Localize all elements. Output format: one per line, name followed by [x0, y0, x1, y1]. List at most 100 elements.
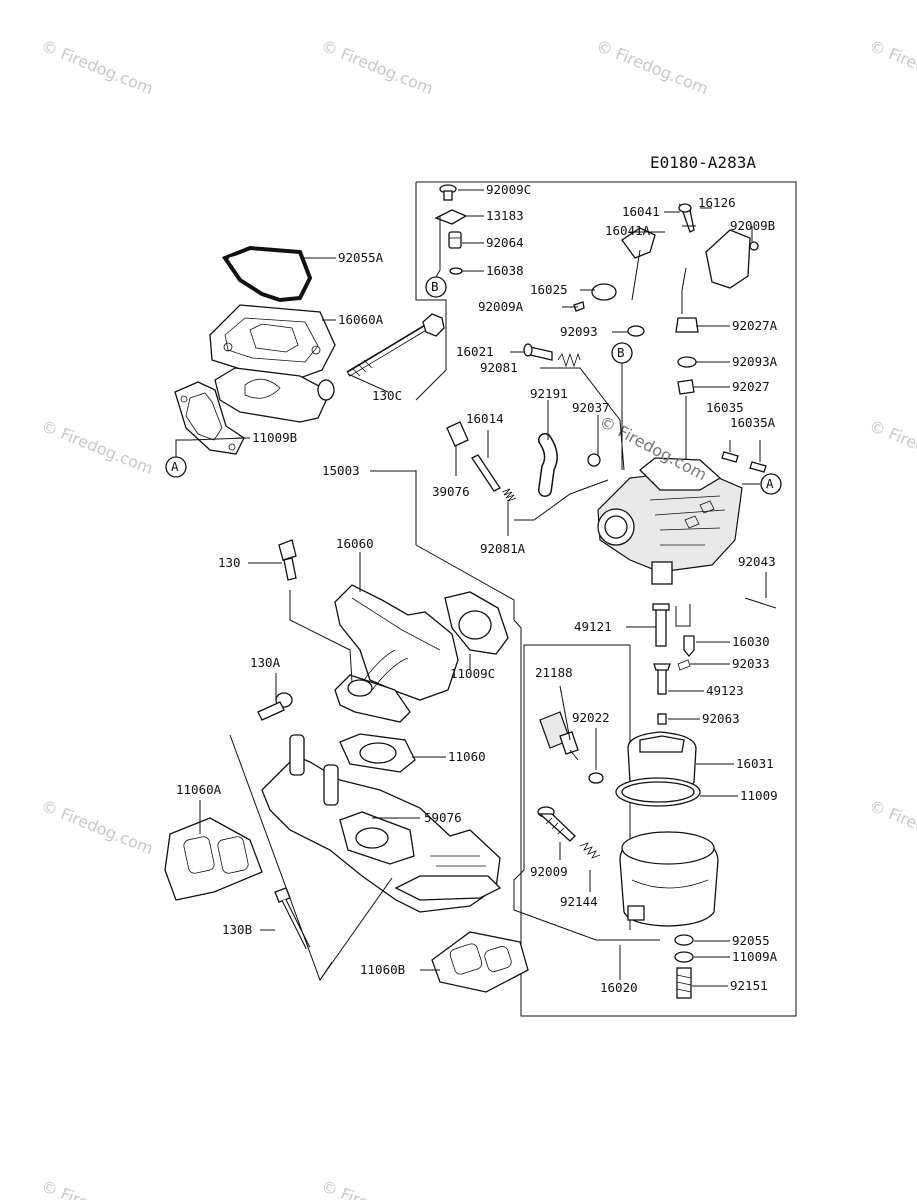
seal-92093-part: [627, 325, 645, 337]
watermark: © Firedog.com: [39, 1176, 156, 1200]
label-16030: 16030: [732, 634, 770, 649]
gasket-92055a-part: [221, 245, 313, 303]
carburetor-body-15003-part: [597, 457, 743, 585]
manifold-16060-part: [334, 584, 459, 723]
label-92093: 92093: [560, 324, 598, 339]
part-labels: 92009C 13183 92064 16038 92055A 16060A 1…: [176, 182, 778, 995]
label-92191: 92191: [530, 386, 568, 401]
bolt-130c-part: [346, 313, 445, 377]
clip-92033-part: [677, 659, 691, 671]
insulator-16060a-part: [209, 304, 336, 423]
label-92144: 92144: [560, 894, 598, 909]
label-16035: 16035: [706, 400, 744, 415]
screw-92009c-part: [439, 184, 457, 201]
label-16038: 16038: [486, 263, 524, 278]
label-92081a: 92081A: [480, 541, 526, 556]
label-16025: 16025: [530, 282, 568, 297]
label-92063: 92063: [702, 711, 740, 726]
label-92009a: 92009A: [478, 299, 524, 314]
washer-92022-part: [588, 772, 604, 784]
bolt-130a-part: [257, 692, 293, 721]
watermark: © Firedog.com: [867, 416, 917, 478]
screw-16014-part: [471, 454, 501, 492]
diagram-code: E0180-A283A: [650, 153, 756, 172]
wire-92043-part: [744, 597, 777, 609]
label-11060: 11060: [448, 749, 486, 764]
label-21188: 21188: [535, 665, 573, 680]
label-11009: 11009: [740, 788, 778, 803]
float-16031-part: [615, 731, 701, 807]
jet-92063-part: [657, 713, 667, 725]
label-16021: 16021: [456, 344, 494, 359]
callout-b-top: B: [425, 276, 447, 298]
label-49121: 49121: [574, 619, 612, 634]
gasket-11009c-part: [444, 591, 509, 655]
watermark: © Firedog.com: [319, 1176, 436, 1200]
leader-lines: [175, 189, 767, 987]
cap-39076-part: [446, 421, 469, 447]
label-16060a: 16060A: [338, 312, 384, 327]
label-16060: 16060: [336, 536, 374, 551]
spring-92081a-part: [501, 488, 517, 502]
clip-92037-part: [587, 453, 601, 467]
label-92151: 92151: [730, 978, 768, 993]
nozzle-49121-part: [652, 603, 670, 647]
label-92009c: 92009C: [486, 182, 531, 197]
gasket-11009a-part: [674, 951, 694, 963]
label-11060a: 11060A: [176, 782, 222, 797]
label-11009c: 11009C: [450, 666, 495, 681]
watermark: © Firedog.com: [39, 416, 156, 478]
label-11009b: 11009B: [252, 430, 297, 445]
gasket-11060a-part: [164, 817, 263, 901]
gasket-11060b-part: [431, 931, 529, 993]
carburetor-group-outline: [415, 181, 797, 1017]
screw-92009-part: [537, 806, 576, 842]
air-box-59076-part: [261, 734, 502, 913]
bolt-130b-part: [274, 887, 311, 950]
label-92093a: 92093A: [732, 354, 778, 369]
label-16035a: 16035A: [730, 415, 776, 430]
watermark: © Firedog.com: [867, 36, 917, 98]
carburetor-group-outline-upper: [415, 182, 447, 401]
cap-92027a-part: [675, 317, 699, 333]
callout-a-letter: A: [766, 476, 774, 491]
label-130: 130: [218, 555, 241, 570]
label-92033: 92033: [732, 656, 770, 671]
label-92022: 92022: [572, 710, 610, 725]
label-92064: 92064: [486, 235, 524, 250]
callout-b-letter: B: [617, 345, 625, 360]
label-16041a: 16041A: [605, 223, 651, 238]
callout-a-left: A: [165, 456, 187, 478]
watermark: © Firedog.com: [39, 36, 156, 98]
seal-92093a-part: [677, 356, 697, 368]
pins-16035-part: [721, 451, 767, 473]
label-130a: 130A: [250, 655, 281, 670]
callout-b-mid: B: [611, 342, 633, 364]
label-92009: 92009: [530, 864, 568, 879]
screw-16021-part: [523, 343, 553, 361]
label-16014: 16014: [466, 411, 504, 426]
solenoid-21188-part: [539, 711, 579, 761]
choke-parts: [573, 203, 759, 312]
label-130b: 130B: [222, 922, 252, 937]
float-bowl-16020-part: [619, 831, 719, 927]
label-16126: 16126: [698, 195, 736, 210]
bolt-130-part: [278, 539, 297, 581]
label-11060b: 11060B: [360, 962, 405, 977]
label-92009b: 92009B: [730, 218, 775, 233]
tube-92191-part: [538, 433, 558, 497]
spring-92081-part: [557, 352, 581, 368]
label-11009a: 11009A: [732, 949, 778, 964]
jet-49123-part: [653, 663, 671, 695]
oring-92055-part: [674, 934, 694, 946]
label-16031: 16031: [736, 756, 774, 771]
label-130c: 130C: [372, 388, 402, 403]
watermark: © Firedog.com: [594, 36, 711, 98]
bolt-92151-part: [676, 967, 692, 999]
watermark: © Firedog.com: [319, 36, 436, 98]
label-92027a: 92027A: [732, 318, 778, 333]
needle-16030-part: [683, 635, 695, 658]
label-16020: 16020: [600, 980, 638, 995]
label-16041: 16041: [622, 204, 660, 219]
